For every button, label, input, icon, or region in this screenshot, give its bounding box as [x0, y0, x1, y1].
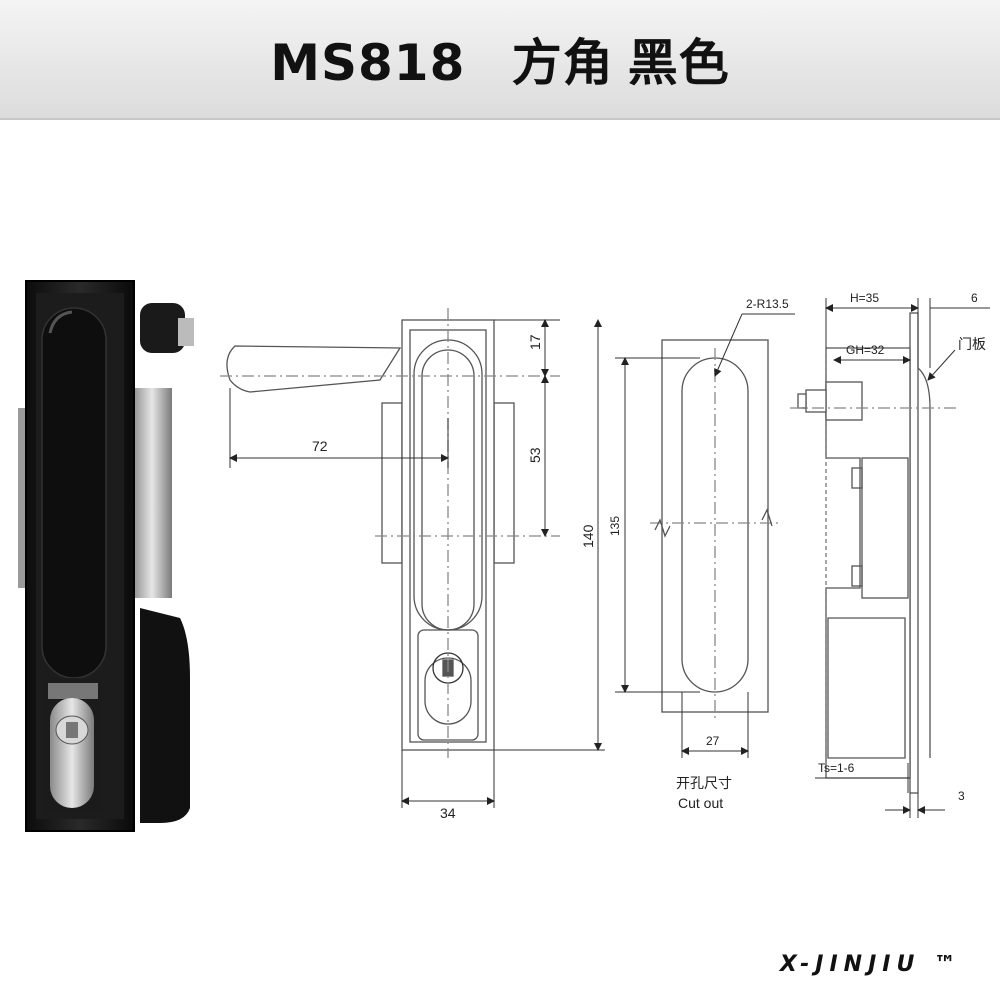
door-panel-label: 门板: [958, 336, 986, 352]
front-view-dimensions: [229, 319, 605, 808]
dim-panel-thickness: Ts=1-6: [818, 761, 855, 775]
cutout-label-cn: 开孔尺寸: [676, 775, 732, 791]
model-number: MS818: [270, 34, 466, 92]
side-view-dimensions: [815, 298, 990, 818]
dim-radius: 2-R13.5: [746, 297, 789, 311]
cutout-label-en: Cut out: [678, 795, 723, 811]
side-view: [790, 312, 960, 794]
dim-total-height: 140: [580, 524, 596, 548]
dim-cutout-height: 135: [608, 516, 622, 536]
color-label: 黑色: [627, 34, 730, 92]
technical-drawing: 72 17 53 140 34 135 27 2-R13.5 开孔尺寸 Cut …: [18, 280, 990, 832]
style-label: 方角: [511, 34, 614, 92]
dim-body-width: 34: [440, 805, 456, 821]
dim-depth-gh: GH=32: [846, 343, 885, 357]
dim-top-offset: 17: [527, 334, 543, 350]
cutout-view: [650, 339, 780, 718]
dim-pivot-spacing: 53: [527, 447, 543, 463]
brand-logo: X-JINJIU ™: [779, 952, 962, 977]
title: MS818 方角黑色: [256, 23, 744, 95]
title-bar: MS818 方角黑色: [0, 0, 1000, 120]
dim-gap: 3: [958, 789, 965, 803]
dim-handle-length: 72: [312, 438, 328, 454]
dim-cutout-width: 27: [706, 734, 720, 748]
cutout-dimensions: [615, 313, 795, 758]
dim-flange: 6: [971, 291, 978, 305]
dim-depth-h: H=35: [850, 291, 879, 305]
front-view: [220, 308, 560, 758]
product-photo: [18, 280, 194, 832]
